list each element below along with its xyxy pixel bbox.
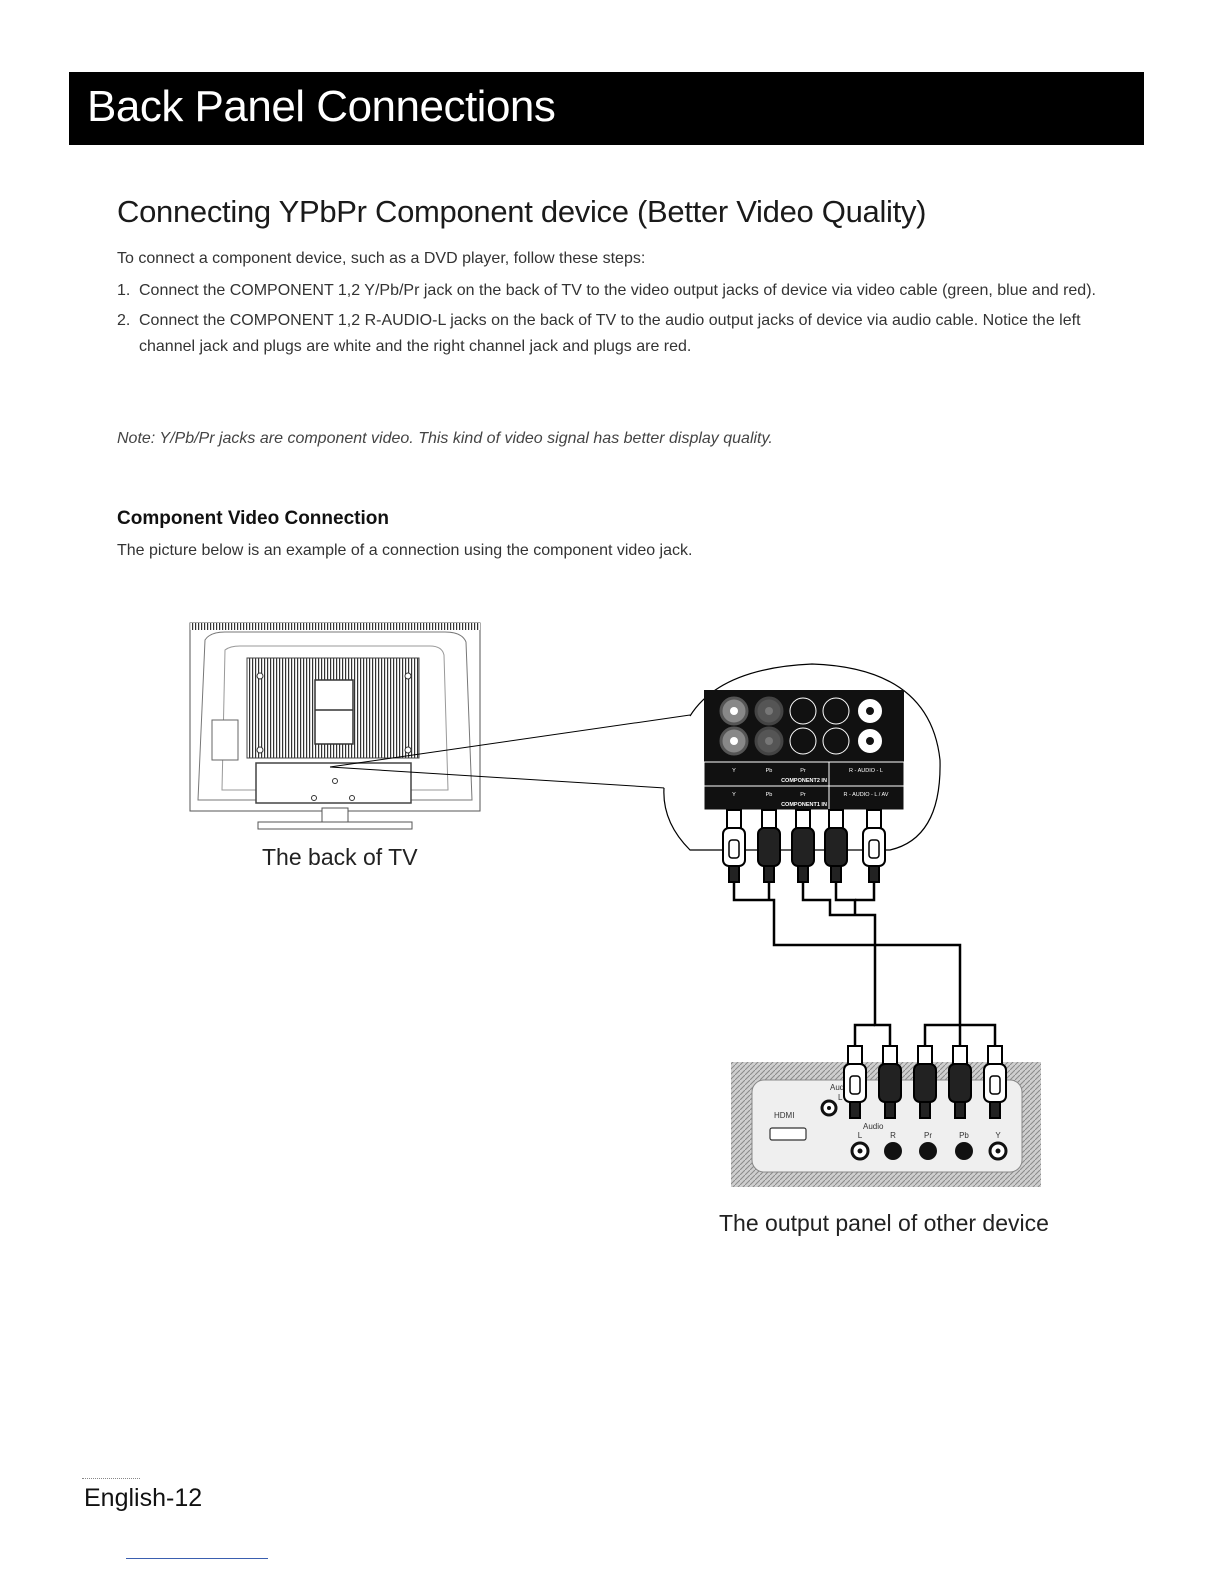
jack-label-pb: Pb xyxy=(959,1131,969,1140)
component1-jacks xyxy=(719,726,884,756)
tv-label-audio2: R - AUDIO - L xyxy=(849,768,883,774)
step-item: 2. Connect the COMPONENT 1,2 R-AUDIO-L j… xyxy=(117,308,1127,360)
tv-label-component2: COMPONENT2 IN xyxy=(781,778,827,784)
tv-label-pb2: Pb xyxy=(766,768,773,774)
tv-label-pb1: Pb xyxy=(766,792,773,798)
hdmi-label: HDMI xyxy=(774,1111,794,1120)
component2-jacks xyxy=(719,696,884,726)
header-banner: Back Panel Connections xyxy=(69,72,1144,145)
audio-top-label: Audio xyxy=(830,1083,851,1092)
tv-caption: The back of TV xyxy=(262,844,418,870)
tv-label-pr2: Pr xyxy=(800,768,806,774)
subsection-title: Component Video Connection xyxy=(117,508,389,529)
intro-text: To connect a component device, such as a… xyxy=(117,250,646,267)
tv-label-component1: COMPONENT1 IN xyxy=(781,802,827,808)
connection-cables xyxy=(732,882,997,1046)
audio-top-l-label: L xyxy=(838,1093,843,1102)
footer-divider xyxy=(82,1478,140,1479)
tv-label-y2: Y xyxy=(732,768,736,774)
jack-label-r: R xyxy=(890,1131,896,1140)
subsection-description: The picture below is an example of a con… xyxy=(117,542,693,559)
tv-label-y1: Y xyxy=(732,792,736,798)
page-header-title: Back Panel Connections xyxy=(87,82,556,131)
tv-label-audio1: R - AUDIO - L / AV xyxy=(844,792,889,798)
note-text: Note: Y/Pb/Pr jacks are component video.… xyxy=(117,430,773,447)
tv-back-illustration xyxy=(189,622,481,830)
step-number: 2. xyxy=(117,312,131,329)
bottom-rule xyxy=(126,1558,268,1559)
step-text: Connect the COMPONENT 1,2 R-AUDIO-L jack… xyxy=(139,312,1081,355)
steps-list: 1. Connect the COMPONENT 1,2 Y/Pb/Pr jac… xyxy=(117,278,1127,364)
device-caption: The output panel of other device xyxy=(719,1210,1049,1236)
jack-label-y: Y xyxy=(995,1131,1001,1140)
step-text: Connect the COMPONENT 1,2 Y/Pb/Pr jack o… xyxy=(139,282,1096,299)
audio-bottom-label: Audio xyxy=(863,1122,884,1131)
step-number: 1. xyxy=(117,282,131,299)
jack-label-l: L xyxy=(858,1131,863,1140)
section-title: Connecting YPbPr Component device (Bette… xyxy=(117,194,927,229)
page-number: English-12 xyxy=(84,1484,203,1512)
jack-label-pr: Pr xyxy=(924,1131,932,1140)
tv-label-pr1: Pr xyxy=(800,792,806,798)
step-item: 1. Connect the COMPONENT 1,2 Y/Pb/Pr jac… xyxy=(117,278,1127,304)
